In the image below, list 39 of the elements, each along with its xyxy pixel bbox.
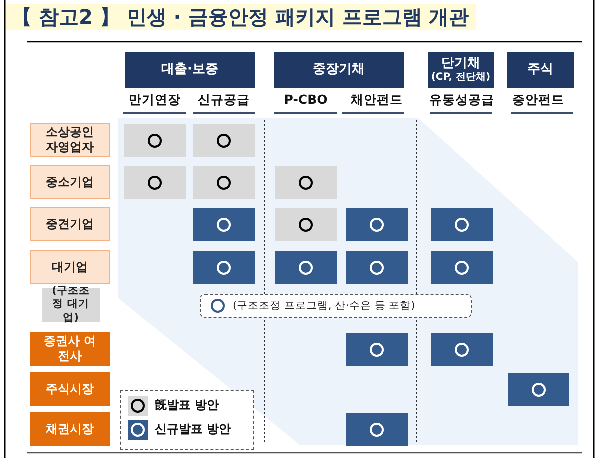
- row-header: 증권사 여전사: [30, 332, 110, 366]
- row-header: 대기업: [30, 250, 110, 284]
- column-label: P-CBO: [283, 92, 329, 109]
- circle-mark-cell: [193, 124, 255, 157]
- title: 【 참고2 】 민생 · 금융안정 패키지 프로그램 개관: [6, 4, 476, 30]
- circle-mark-cell: [346, 208, 408, 241]
- column-label: 채안펀드: [350, 92, 404, 109]
- circle-mark-cell: [431, 251, 493, 284]
- row-header: 중견기업: [30, 207, 110, 241]
- category-header: 중장기채: [274, 52, 404, 88]
- circle-mark-cell: [275, 166, 337, 199]
- column-label: 신규공급: [197, 92, 251, 109]
- column-label: 증안펀드: [512, 92, 566, 109]
- circle-mark-cell: [275, 208, 337, 241]
- column-label: 유동성공급: [428, 92, 496, 109]
- circle-mark-cell: [124, 124, 186, 157]
- circle-mark-cell: [431, 333, 493, 366]
- circle-mark-cell: [508, 373, 569, 406]
- circle-mark-cell: [193, 166, 255, 199]
- note-box: (구조조정 프로그램, 산·수은 등 포함): [200, 294, 472, 318]
- circle-mark-cell: [193, 208, 255, 241]
- category-header: 주식: [507, 52, 574, 88]
- circle-mark-cell: [346, 251, 408, 284]
- row-header: 중소기업: [30, 165, 110, 199]
- circle-mark-cell: [346, 333, 408, 366]
- row-header: 소상공인 자영업자: [30, 123, 110, 157]
- legend-text: 신규발표 방안: [155, 421, 232, 438]
- circle-mark-cell: [193, 251, 255, 284]
- circle-mark-cell: [431, 208, 493, 241]
- category-header: 단기채 (CP, 전단채): [428, 52, 494, 88]
- circle-mark-cell: [275, 251, 337, 284]
- row-header: (구조조정 대기업): [42, 288, 100, 322]
- circle-mark-cell: [346, 413, 408, 446]
- row-header: 주식시장: [30, 372, 110, 406]
- circle-mark-cell: [124, 166, 186, 199]
- category-header: 대출·보증: [125, 52, 255, 88]
- legend-text: 旣발표 방안: [155, 397, 220, 414]
- column-label: 만기연장: [128, 92, 182, 109]
- row-header: 채권시장: [30, 412, 110, 446]
